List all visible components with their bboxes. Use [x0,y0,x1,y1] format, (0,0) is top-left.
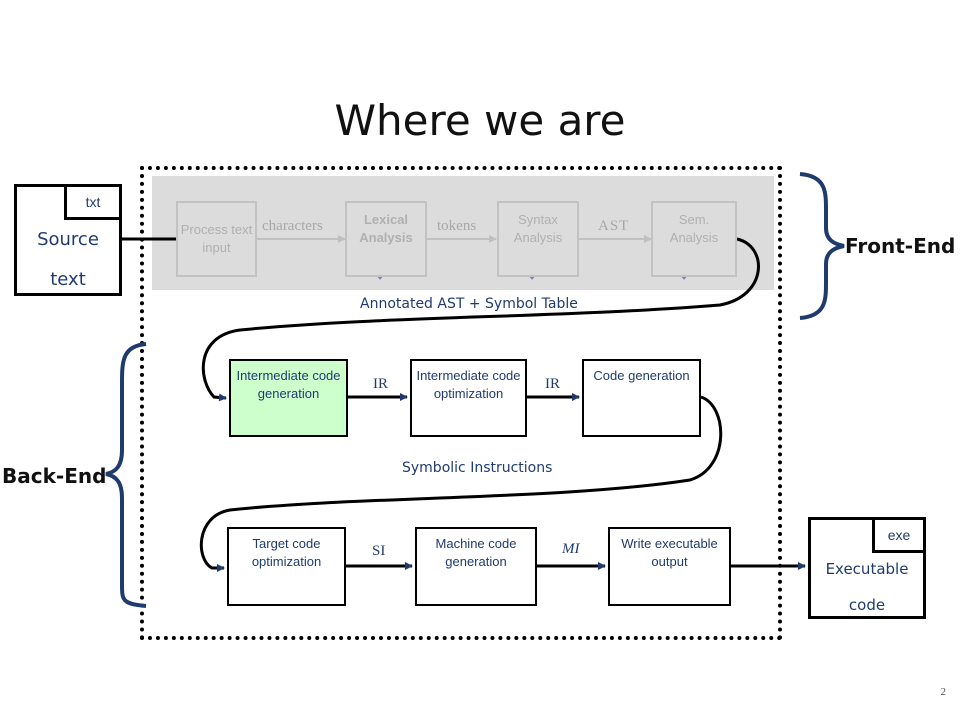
edge-label-ir-2: IR [545,376,560,392]
source-file-label-line2: text [50,269,86,290]
edge-label-ir-1: IR [373,376,388,392]
stage-semantic-analysis: Sem. Analysis [651,201,737,277]
edge-label-tokens: tokens [437,218,477,234]
back-end-label: Back-End [2,464,107,488]
front-end-label: Front-End [845,234,956,258]
stage-process-text-input: Process text input [176,201,257,277]
stage-target-code-optimization: Target code optimization [227,527,346,606]
stage-lexical-analysis: Lexical Analysis [345,201,427,277]
wrap-connector-2 [199,395,723,572]
source-file: txt Source text [14,184,122,296]
page-number: 2 [940,686,947,698]
edge-label-characters: characters [262,218,323,234]
output-file-tag: exe [872,517,926,553]
output-file: exe Executable code [808,517,926,619]
source-file-tag: txt [64,184,122,220]
edge-label-mi: MI [562,541,580,557]
wrap-connector-1 [201,237,760,402]
source-file-label-line1: Source [37,229,99,250]
stage-intermediate-code-optimization: Intermediate code optimization [410,359,527,437]
stage-syntax-analysis: Syntax Analysis [497,201,579,277]
compiler-frame [140,166,782,640]
stage-intermediate-code-generation: Intermediate code generation [229,359,348,437]
back-end-brace [105,342,147,608]
symbolic-instructions-caption: Symbolic Instructions [402,460,553,476]
edge-label-ast: AST [598,218,630,234]
stage-write-executable-output: Write executable output [608,527,731,606]
edge-label-si: SI [372,543,386,559]
stage-code-generation: Code generation [582,359,701,437]
slide-title: Where we are [334,96,626,145]
front-end-brace [799,172,845,320]
output-file-label-line2: code [848,596,886,614]
stage-machine-code-generation: Machine code generation [415,527,537,606]
output-file-label-line1: Executable [825,560,909,578]
front-end-output-caption: Annotated AST + Symbol Table [360,296,578,312]
